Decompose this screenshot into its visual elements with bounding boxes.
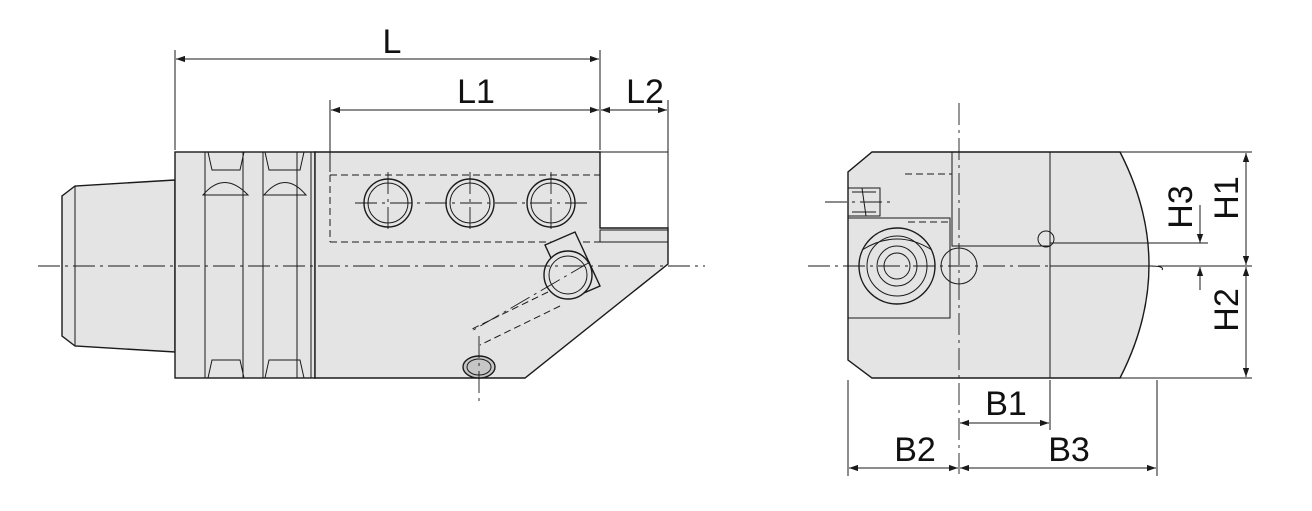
- end-view-outline: [847, 151, 1150, 379]
- dim-label-H1: H1: [1208, 176, 1246, 219]
- dim-label-B1: B1: [985, 385, 1027, 423]
- side-view-dimensions: L L1 L2: [174, 23, 669, 226]
- dim-label-B2: B2: [894, 431, 936, 469]
- dim-label-L2: L2: [626, 73, 664, 111]
- side-view: [38, 151, 705, 402]
- cutting-tool-bar: [599, 229, 669, 243]
- dim-label-H2: H2: [1208, 288, 1246, 331]
- dim-label-L: L: [383, 23, 402, 61]
- dim-label-B3: B3: [1048, 431, 1090, 469]
- clamping-body: [314, 151, 669, 379]
- end-view-dimensions: H1 H2 H3 B1 B2 B3: [847, 151, 1252, 476]
- dim-label-H3: H3: [1162, 185, 1200, 228]
- flange: [174, 151, 316, 379]
- adjusting-screw: [469, 231, 601, 346]
- coolant-plug: [462, 336, 496, 402]
- dim-label-L1: L1: [457, 73, 495, 111]
- end-view: [808, 103, 1202, 474]
